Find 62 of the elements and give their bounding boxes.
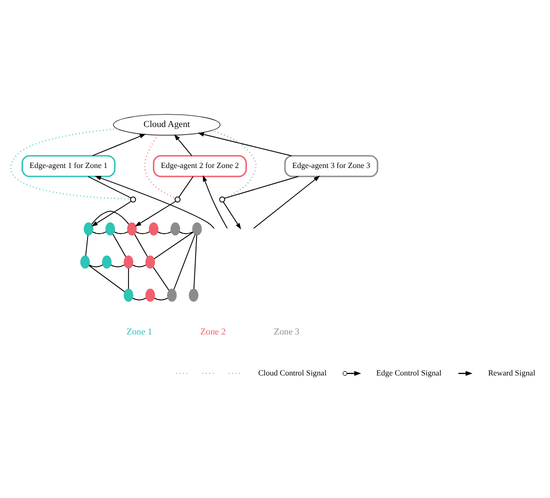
arrow bbox=[92, 134, 146, 156]
node-ellipse bbox=[167, 288, 177, 302]
label: Zone 1 bbox=[126, 326, 152, 336]
connector bbox=[154, 298, 168, 300]
node-ellipse: Cloud Agent bbox=[113, 114, 220, 136]
node-ellipse bbox=[102, 256, 112, 269]
connector bbox=[88, 176, 132, 198]
connector bbox=[136, 231, 150, 234]
node-ellipse bbox=[124, 256, 134, 269]
connector bbox=[88, 265, 126, 292]
label: Zone 3 bbox=[274, 326, 300, 336]
connector bbox=[134, 234, 148, 258]
arrow bbox=[91, 200, 132, 227]
node-switch bbox=[174, 196, 181, 203]
connector bbox=[174, 234, 196, 290]
node-ellipse bbox=[127, 222, 137, 236]
connector bbox=[152, 266, 170, 291]
legend-label: Reward Signal bbox=[488, 368, 536, 378]
arrow bbox=[202, 175, 228, 229]
arrow bbox=[134, 200, 176, 227]
node-box: Edge-agent 3 for Zone 3 bbox=[284, 155, 378, 178]
node-ellipse bbox=[145, 256, 156, 269]
node-ellipse bbox=[84, 222, 94, 236]
node-switch bbox=[130, 196, 136, 203]
connector bbox=[92, 231, 107, 234]
connector bbox=[128, 268, 129, 290]
node-box: Edge-agent 1 for Zone 1 bbox=[22, 155, 116, 178]
connector bbox=[10, 128, 130, 200]
arrow bbox=[94, 176, 215, 229]
connector bbox=[132, 298, 146, 300]
connector bbox=[110, 264, 125, 268]
connector bbox=[88, 264, 104, 268]
node-ellipse bbox=[170, 222, 180, 236]
node-ellipse bbox=[188, 288, 198, 302]
node-box: Edge-agent 2 for Zone 2 bbox=[152, 155, 247, 178]
connector bbox=[85, 234, 88, 256]
node-switch bbox=[219, 196, 226, 203]
arrow bbox=[253, 176, 320, 229]
legend-label: Edge Control Signal bbox=[376, 368, 442, 378]
arrow bbox=[198, 132, 292, 156]
node-ellipse bbox=[148, 222, 158, 236]
arrow bbox=[174, 134, 192, 156]
connector bbox=[144, 134, 176, 199]
connector bbox=[112, 234, 126, 258]
node-ellipse bbox=[80, 256, 90, 269]
connector bbox=[178, 176, 194, 198]
connector bbox=[157, 231, 172, 234]
node-ellipse bbox=[145, 288, 156, 302]
connector bbox=[154, 232, 194, 260]
node-ellipse bbox=[124, 288, 134, 302]
connector bbox=[178, 231, 194, 234]
connector bbox=[132, 264, 146, 268]
node-ellipse bbox=[192, 222, 202, 236]
node-ellipse bbox=[105, 222, 116, 236]
label: Zone 2 bbox=[200, 326, 226, 336]
connector bbox=[224, 176, 299, 199]
connector bbox=[114, 231, 128, 234]
arrow bbox=[222, 202, 242, 230]
connector bbox=[211, 130, 257, 199]
connector bbox=[91, 210, 130, 225]
legend-label: Cloud Control Signal bbox=[258, 368, 327, 378]
connector bbox=[193, 234, 198, 290]
